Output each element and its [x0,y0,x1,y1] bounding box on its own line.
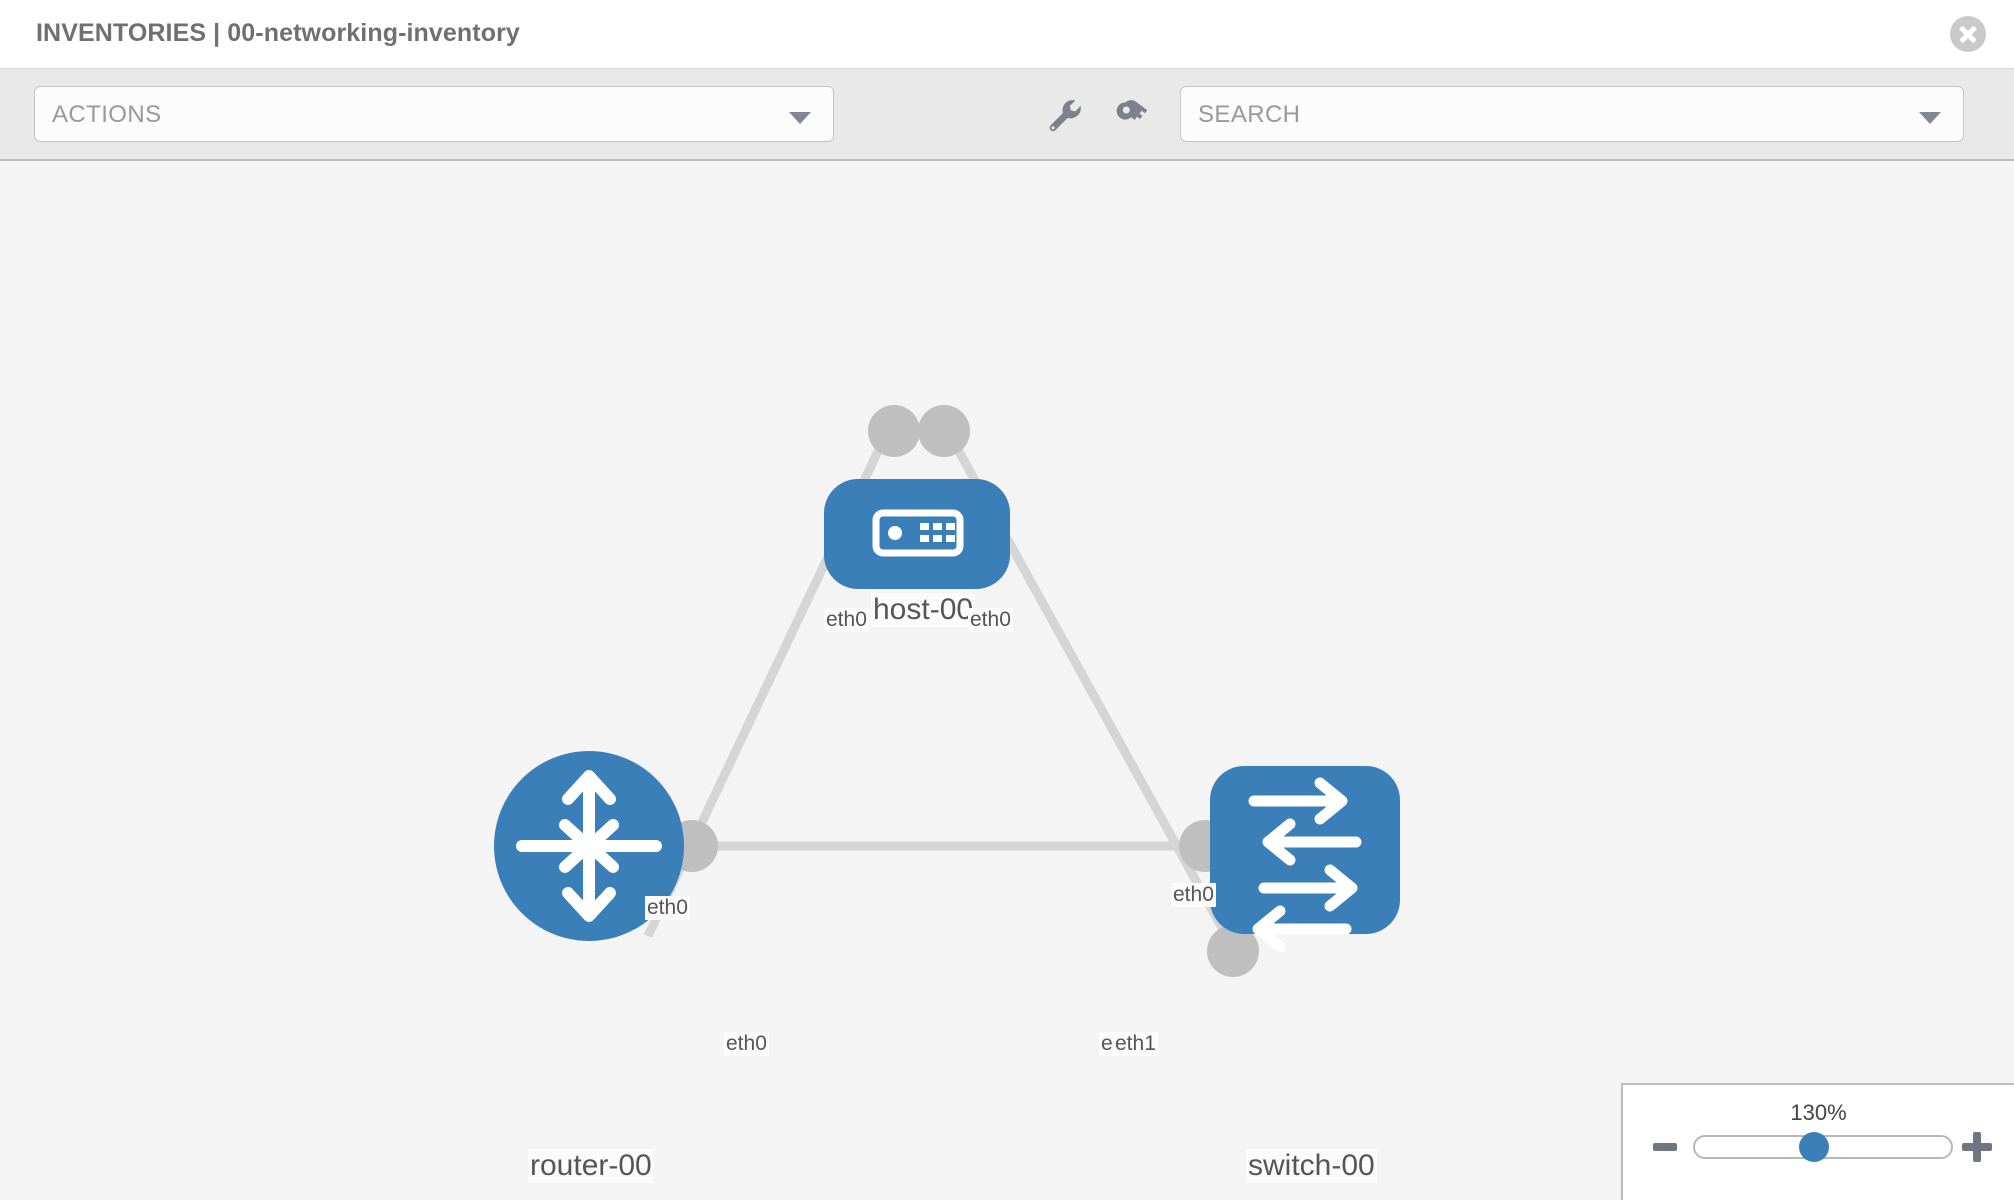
edge-label-host00-eth0-right: eth0 [968,608,1013,632]
edge-label-host00-eth0-left: eth0 [824,608,869,632]
topology-graph [494,405,1400,977]
page-title: INVENTORIES | 00-networking-inventory [36,19,520,47]
server-device-icon [872,509,964,557]
bidirectional-arrows-icon [1248,777,1362,953]
search-input-placeholder: SEARCH [1198,101,1301,128]
wrench-icon[interactable] [1044,95,1084,135]
topology-canvas[interactable]: host-00 router-00 switch-00 eth0 eth0 et… [0,161,2014,1200]
node-router-00 [494,751,684,941]
zoom-slider-thumb[interactable] [1799,1132,1829,1162]
node-switch-00 [1210,766,1400,953]
plus-icon-vertical [1973,1132,1981,1162]
connector-switch00-top [1207,925,1259,977]
close-icon[interactable] [1950,16,1986,52]
toolbar: ACTIONS SEARCH [0,69,2014,161]
edge-label-switch00-eth0-up: eth0 [1171,883,1216,907]
page-header: INVENTORIES | 00-networking-inventory [0,0,2014,69]
edge-label-router00-eth0-right: eth0 [724,1032,769,1056]
node-label-switch-00: switch-00 [1246,1149,1377,1183]
edge-label-router00-eth0-up: eth0 [645,896,690,920]
chevron-down-icon[interactable] [1919,112,1941,124]
edge-label-switch00-eth1-left: eth1 [1113,1032,1158,1056]
actions-dropdown[interactable]: ACTIONS [34,86,834,142]
node-label-router-00: router-00 [528,1149,654,1183]
connector-host00-left [868,405,920,457]
actions-dropdown-label: ACTIONS [52,101,162,128]
node-label-host-00: host-00 [871,593,976,627]
search-input[interactable]: SEARCH [1180,86,1964,142]
zoom-in-button[interactable] [1962,1132,1992,1162]
chevron-down-icon [789,112,811,124]
connector-host00-right [918,405,970,457]
graph-connectors [666,405,1259,977]
key-icon[interactable] [1112,95,1152,135]
four-way-arrows-icon [516,770,662,922]
zoom-level-label: 130% [1790,1100,1847,1125]
zoom-out-button[interactable] [1653,1143,1677,1151]
zoom-control-panel: 130% [1621,1083,2014,1200]
node-host-00 [824,479,1010,589]
